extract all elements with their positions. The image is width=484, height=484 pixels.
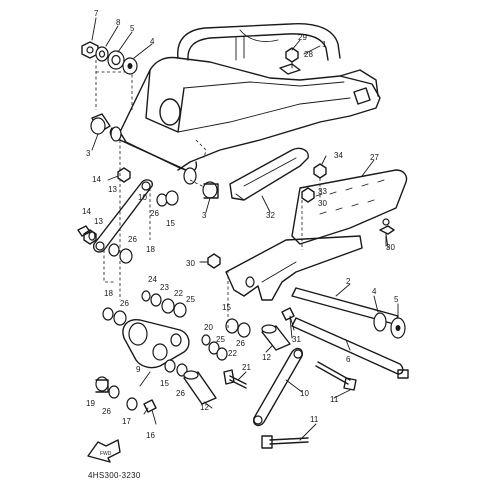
callout-28: 28: [304, 50, 313, 59]
assembly-dash-lines: [103, 178, 321, 330]
diagram-code: 4HS300-3230: [88, 471, 141, 480]
callout-14: 14: [92, 175, 101, 184]
callout-25b: 25: [216, 335, 225, 344]
callout-3b: 3: [202, 211, 207, 220]
callout-labels: 7 8 5 4 29 28 1 3 34 27 14 13 33 30 10 2…: [82, 9, 399, 440]
callout-16: 16: [146, 431, 155, 440]
collars-and-washers: [77, 225, 291, 425]
callout-30b: 30: [386, 243, 395, 252]
callout-34: 34: [334, 151, 343, 160]
small-bolts: [207, 163, 395, 269]
callout-18: 18: [146, 245, 155, 254]
callout-20: 20: [204, 323, 213, 332]
callout-4: 4: [150, 37, 155, 46]
chain-guide: [229, 147, 309, 201]
callout-12: 12: [262, 353, 271, 362]
callout-13: 13: [108, 185, 117, 194]
chain-case: [291, 169, 408, 245]
callout-6: 6: [346, 355, 351, 364]
callout-1: 1: [322, 40, 327, 49]
pivot-hardware-top: [81, 41, 219, 199]
callout-10b: 10: [300, 389, 309, 398]
callout-26c: 26: [120, 299, 129, 308]
callout-15b: 15: [222, 303, 231, 312]
callout-26b: 26: [128, 235, 137, 244]
callout-25: 25: [186, 295, 195, 304]
leader-lines: [91, 17, 399, 441]
callout-26d: 26: [236, 339, 245, 348]
callout-9: 9: [136, 365, 141, 374]
callout-10: 10: [138, 193, 147, 202]
callout-33: 33: [318, 187, 327, 196]
callout-32: 32: [266, 211, 275, 220]
callout-17: 17: [122, 417, 131, 426]
callout-26: 26: [150, 209, 159, 218]
callout-4b: 4: [372, 287, 377, 296]
callout-11: 11: [330, 395, 339, 404]
callout-14b: 14: [82, 207, 91, 216]
callout-27: 27: [370, 153, 379, 162]
callout-30: 30: [318, 199, 327, 208]
swingarm: [95, 23, 381, 300]
callout-31: 31: [292, 335, 301, 344]
callout-2: 2: [346, 277, 351, 286]
callout-15c: 15: [160, 379, 169, 388]
callout-21: 21: [242, 363, 251, 372]
callout-19: 19: [86, 399, 95, 408]
chain-guide-bolt: [279, 47, 301, 75]
callout-26e: 26: [176, 389, 185, 398]
connecting-rod: [223, 307, 357, 449]
relay-links: [83, 167, 179, 264]
callout-26f: 26: [102, 407, 111, 416]
callout-24: 24: [148, 275, 157, 284]
callout-15: 15: [166, 219, 175, 228]
callout-22: 22: [174, 289, 183, 298]
callout-5b: 5: [394, 295, 399, 304]
callout-13b: 13: [94, 217, 103, 226]
callout-8: 8: [116, 18, 121, 27]
callout-3: 3: [86, 149, 91, 158]
callout-12b: 12: [200, 403, 209, 412]
rear-axle-assembly: [291, 287, 409, 379]
callout-30c: 30: [186, 259, 195, 268]
callout-23: 23: [160, 283, 169, 292]
callout-18b: 18: [104, 289, 113, 298]
front-direction-arrow: [87, 439, 121, 463]
callout-11b: 11: [310, 415, 319, 424]
callout-29: 29: [298, 33, 307, 42]
front-arrow-label: FWD: [100, 451, 112, 457]
callout-7: 7: [94, 9, 99, 18]
relay-arm: [102, 290, 190, 377]
relay-bracket: [225, 235, 363, 301]
callout-5: 5: [130, 24, 135, 33]
callout-22b: 22: [228, 349, 237, 358]
